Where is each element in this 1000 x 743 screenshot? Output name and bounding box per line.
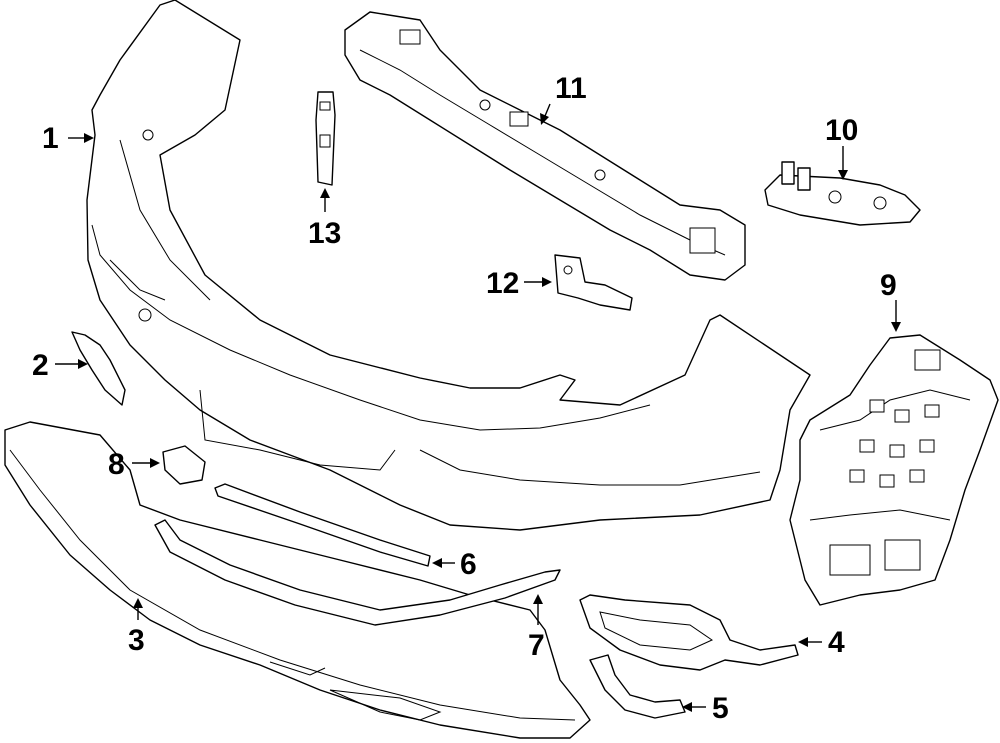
part-4-exhaust-trim	[579, 594, 799, 671]
part-6-trim-strip	[214, 483, 431, 567]
svg-text:13: 13	[308, 217, 341, 250]
callout-6: 6	[432, 548, 477, 581]
part-1-bumper-cover	[86, 0, 811, 531]
svg-text:1: 1	[42, 122, 59, 155]
callout-5: 5	[682, 692, 729, 725]
part-3-lower-valance	[4, 421, 591, 739]
part-9-absorber	[789, 334, 999, 606]
callout-12: 12	[486, 267, 552, 300]
part-10-sensor-bracket	[764, 161, 921, 226]
callout-4: 4	[798, 626, 845, 659]
svg-text:5: 5	[712, 692, 729, 725]
svg-text:12: 12	[486, 267, 519, 300]
svg-text:2: 2	[32, 349, 49, 382]
svg-text:4: 4	[828, 626, 845, 659]
svg-text:7: 7	[528, 629, 545, 662]
callout-7: 7	[528, 594, 545, 662]
callout-9: 9	[880, 269, 901, 332]
part-7-trim-strip	[154, 519, 561, 626]
svg-text:3: 3	[128, 624, 145, 657]
part-12-bracket	[554, 254, 633, 311]
part-8-tow-cover	[162, 445, 206, 485]
callout-10: 10	[825, 114, 858, 180]
part-13-bracket	[315, 91, 336, 186]
callout-2: 2	[32, 349, 88, 382]
callout-11: 11	[540, 72, 587, 125]
svg-text:11: 11	[555, 72, 587, 105]
callout-8: 8	[108, 448, 160, 481]
svg-text:9: 9	[880, 269, 897, 302]
callout-3: 3	[128, 598, 145, 657]
svg-text:6: 6	[460, 548, 477, 581]
part-2-cover-plate	[71, 331, 126, 406]
svg-text:8: 8	[108, 448, 125, 481]
callout-1: 1	[42, 122, 94, 155]
part-11-reinforcement	[344, 11, 746, 281]
callout-13: 13	[308, 188, 341, 250]
part-5-strap	[589, 654, 686, 719]
svg-text:10: 10	[825, 114, 858, 147]
